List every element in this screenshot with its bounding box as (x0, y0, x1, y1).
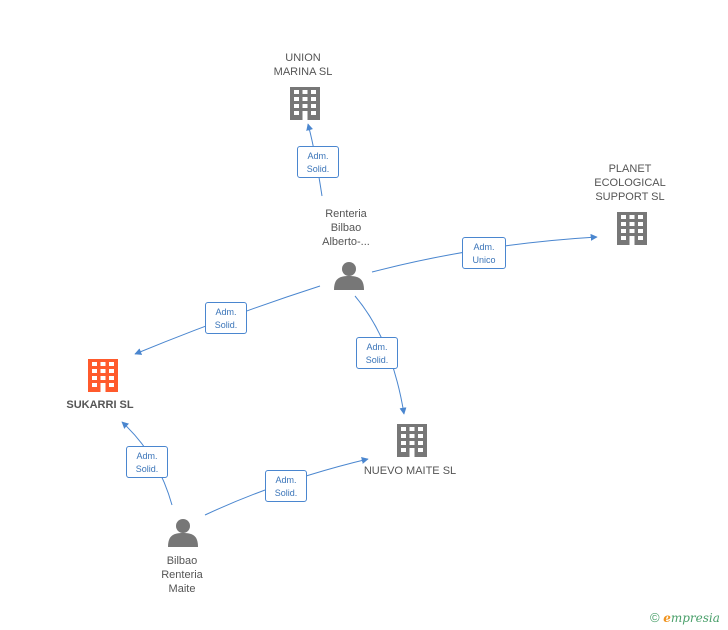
label-line: Maite (168, 583, 196, 595)
label-line: Bilbao (330, 222, 362, 234)
edge-label-nuevo-bottom: Adm. Solid. (265, 470, 307, 502)
planet-building-icon[interactable] (617, 212, 647, 245)
edge-label-union: Adm. Solid. (297, 146, 339, 178)
label-line: PLANET (608, 163, 652, 175)
node-label-nuevo[interactable]: NUEVO MAITE SL (364, 464, 456, 478)
bilbao-person-icon[interactable] (168, 519, 198, 547)
logo-text: mpresia (670, 611, 720, 625)
label-line: Renteria (161, 569, 203, 581)
node-label-renteria-person[interactable]: Renteria Bilbao Alberto-... (322, 207, 370, 249)
node-label-bilbao-person[interactable]: Bilbao Renteria Maite (161, 554, 203, 596)
label-line: Renteria (325, 208, 367, 220)
edge-label-sukarri-top: Adm. Solid. (205, 302, 247, 334)
renteria-person-icon[interactable] (334, 262, 364, 290)
edge-label-line: Unico (472, 255, 496, 265)
logo-e: e (663, 611, 671, 625)
edge-label-line: Solid. (274, 488, 298, 498)
node-label-sukarri[interactable]: SUKARRI SL (66, 398, 133, 412)
edge-label-line: Adm. (307, 151, 329, 161)
brand-footer[interactable]: © empresia (650, 610, 720, 625)
edge-label-line: Solid. (214, 320, 238, 330)
edge-label-sukarri-bottom: Adm. Solid. (126, 446, 168, 478)
edge-label-planet: Adm. Unico (462, 237, 506, 269)
label-line: SUPPORT SL (595, 191, 665, 203)
empresia-logo: empresia (663, 611, 720, 625)
label-line: MARINA SL (273, 66, 333, 78)
edge-label-line: Solid. (135, 464, 159, 474)
edge-label-line: Solid. (306, 164, 330, 174)
node-label-union[interactable]: UNION MARINA SL (274, 51, 333, 79)
edge-label-line: Adm. (473, 242, 495, 252)
nuevo-building-icon[interactable] (397, 424, 427, 457)
node-label-planet[interactable]: PLANET ECOLOGICAL SUPPORT SL (594, 162, 666, 204)
node-icons (88, 87, 647, 547)
label-line: UNION (285, 52, 321, 64)
label-line: Alberto-... (322, 236, 370, 248)
edges (121, 123, 598, 516)
copyright-icon: © (650, 610, 660, 625)
label-line: Bilbao (166, 555, 198, 567)
label-line: NUEVO MAITE SL (363, 465, 457, 477)
edge-label-nuevo-top: Adm. Solid. (356, 337, 398, 369)
edge-label-line: Adm. (136, 451, 158, 461)
edge-label-line: Adm. (275, 475, 297, 485)
sukarri-building-icon[interactable] (88, 359, 118, 392)
edge-label-line: Adm. (215, 307, 237, 317)
label-line: SUKARRI SL (66, 399, 134, 411)
edge-label-line: Solid. (365, 355, 389, 365)
union-building-icon[interactable] (290, 87, 320, 120)
label-line: ECOLOGICAL (594, 177, 666, 189)
edge-label-line: Adm. (366, 342, 388, 352)
